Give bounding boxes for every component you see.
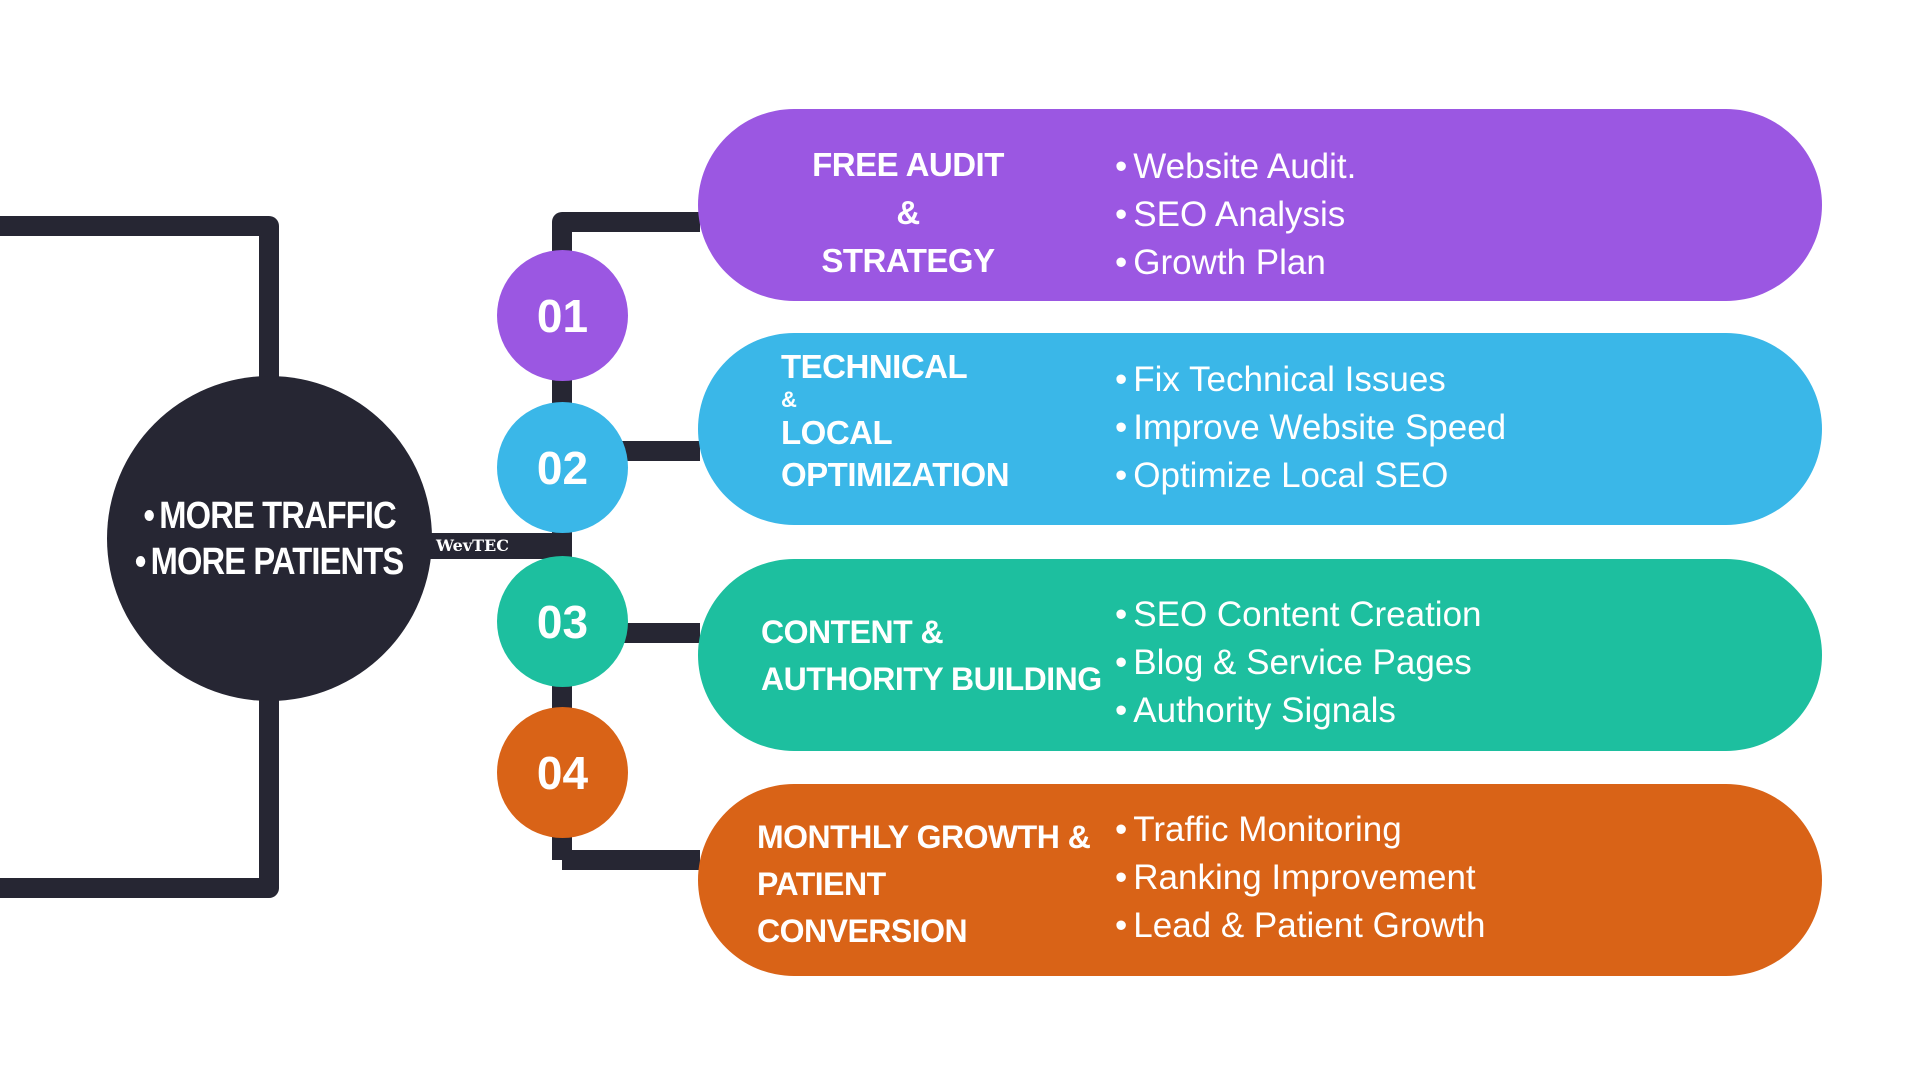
bullet-item: Lead & Patient Growth <box>1115 902 1485 950</box>
step-card-02: TECHNICAL & LOCAL OPTIMIZATION Fix Techn… <box>698 333 1822 525</box>
brand-label: WevTEC <box>436 536 509 555</box>
step-title-line: AUTHORITY BUILDING <box>761 661 1102 697</box>
hub-line-traffic: MORE TRAFFIC <box>143 493 396 539</box>
bullet-item: Website Audit. <box>1115 143 1356 191</box>
step-title-line: TECHNICAL <box>781 348 968 385</box>
step-card-01: FREE AUDIT & STRATEGY Website Audit. SEO… <box>698 109 1822 301</box>
step-badge-04: 04 <box>497 707 628 838</box>
step-title-line: PATIENT <box>757 866 886 902</box>
bullet-item: Traffic Monitoring <box>1115 806 1485 854</box>
bullet-item: Authority Signals <box>1115 687 1482 735</box>
step-bullet-list: SEO Content Creation Blog & Service Page… <box>1115 591 1482 735</box>
bullet-item: Growth Plan <box>1115 239 1356 287</box>
bullet-item: SEO Analysis <box>1115 191 1356 239</box>
step-title-line: STRATEGY <box>821 242 995 279</box>
step-badge-03: 03 <box>497 556 628 687</box>
bullet-item: Fix Technical Issues <box>1115 356 1506 404</box>
step-badge-02: 02 <box>497 402 628 533</box>
step-bullet-list: Website Audit. SEO Analysis Growth Plan <box>1115 143 1356 287</box>
step-bullet-list: Traffic Monitoring Ranking Improvement L… <box>1115 806 1485 950</box>
step-title-line: OPTIMIZATION <box>781 456 1010 493</box>
step-title-line: CONVERSION <box>757 913 968 949</box>
step-card-04: MONTHLY GROWTH & PATIENT CONVERSION Traf… <box>698 784 1822 976</box>
step-title: MONTHLY GROWTH & PATIENT CONVERSION <box>757 814 1091 955</box>
goal-hub: MORE TRAFFIC MORE PATIENTS <box>107 376 432 701</box>
step-title-line: MONTHLY GROWTH & <box>757 819 1091 855</box>
bullet-item: Ranking Improvement <box>1115 854 1485 902</box>
step-title: TECHNICAL & LOCAL OPTIMIZATION <box>781 346 1010 496</box>
step-title-line: FREE AUDIT <box>812 146 1004 183</box>
step-title-line: & <box>781 387 797 412</box>
step-badge-01: 01 <box>497 250 628 381</box>
step-bullet-list: Fix Technical Issues Improve Website Spe… <box>1115 356 1506 500</box>
bullet-item: Optimize Local SEO <box>1115 452 1506 500</box>
step-title: CONTENT & AUTHORITY BUILDING <box>761 609 1102 703</box>
left-bracket-line-bottom <box>0 690 279 898</box>
bullet-item: SEO Content Creation <box>1115 591 1481 639</box>
hub-line-patients: MORE PATIENTS <box>135 539 405 585</box>
step-title-line: & <box>896 194 920 231</box>
step-title-line: CONTENT & <box>761 614 944 650</box>
step-title-line: LOCAL <box>781 414 893 451</box>
step-title: FREE AUDIT & STRATEGY <box>798 141 1018 285</box>
left-bracket-line <box>0 216 279 392</box>
bullet-item: Blog & Service Pages <box>1115 639 1482 687</box>
bullet-item: Improve Website Speed <box>1115 404 1506 452</box>
step-card-03: CONTENT & AUTHORITY BUILDING SEO Content… <box>698 559 1822 751</box>
